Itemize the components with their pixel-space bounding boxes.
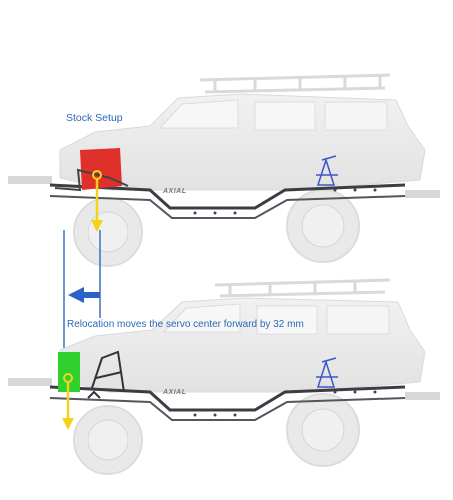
stock-servo xyxy=(80,148,122,190)
relocated-window-front xyxy=(162,303,241,333)
roof-rack-bottom xyxy=(214,278,391,298)
stock-rear-bumper xyxy=(405,190,440,198)
stock-setup-caption: Stock Setup xyxy=(66,112,123,124)
stock-front-wheel xyxy=(73,197,143,267)
chassis-logo-bottom: AXIAL xyxy=(163,389,187,396)
stock-servo-mount xyxy=(54,168,129,192)
stock-chassis-rail xyxy=(49,183,406,210)
roof-rack xyxy=(199,73,391,94)
stock-steering-link xyxy=(316,155,338,186)
stock-vehicle xyxy=(8,73,440,318)
stock-front-bumper xyxy=(8,176,52,184)
stock-window-rear xyxy=(254,101,316,131)
relocated-steering-link xyxy=(316,357,338,388)
relocated-front-wheel xyxy=(73,405,143,475)
stock-chassis-rail-lower xyxy=(49,195,406,219)
relocated-chassis-rail xyxy=(49,385,406,412)
arrow-left-icon xyxy=(68,287,100,303)
relocated-rail-holes xyxy=(193,390,377,417)
relocated-rear-bumper xyxy=(405,392,440,400)
relocation-caption: Relocation moves the servo center forwar… xyxy=(67,319,304,330)
relocated-window-side xyxy=(326,305,390,335)
stock-rail-holes xyxy=(193,188,377,215)
relocated-servo-mount xyxy=(87,350,125,399)
relocated-vehicle xyxy=(8,278,440,475)
stock-servo-center-marker xyxy=(91,170,103,232)
relocated-window-rear xyxy=(256,305,318,335)
stock-window-front xyxy=(158,99,239,129)
stock-window-side xyxy=(324,101,388,131)
relocated-rear-wheel xyxy=(286,393,360,467)
relocated-servo-center-marker xyxy=(62,373,74,430)
relocated-servo xyxy=(58,352,80,392)
chassis-logo-top: AXIAL xyxy=(163,188,187,195)
relocated-chassis-rail-lower xyxy=(49,397,406,421)
relocated-front-bumper xyxy=(8,378,52,386)
stock-rear-wheel xyxy=(286,189,360,263)
